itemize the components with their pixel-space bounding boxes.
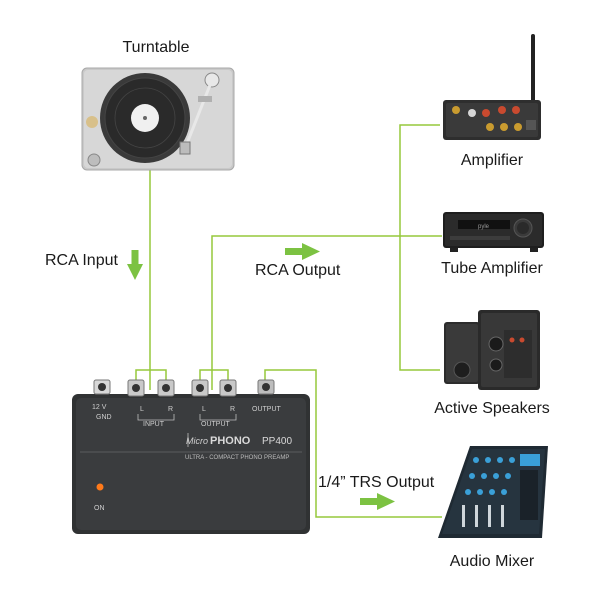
- preamp-brand: PHONO: [210, 435, 251, 447]
- preamp-subtitle: ULTRA - COMPACT PHONO PREAMP: [185, 455, 290, 461]
- rca-output-line: [211, 235, 442, 390]
- audio-mixer-device: [438, 446, 548, 538]
- preamp-input-right-label: R: [168, 406, 174, 413]
- amplifier-device: [443, 34, 541, 140]
- rca-output-label: RCA Output: [255, 262, 341, 279]
- tube-amplifier-label: Tube Amplifier: [441, 260, 543, 277]
- preamp-input-left-label: L: [140, 406, 144, 413]
- connection-lines: [149, 124, 442, 518]
- rca-input-arrow: [127, 250, 143, 280]
- preamp-output-left-label: L: [202, 406, 206, 413]
- preamp-brand-prefix: Micro: [186, 436, 208, 446]
- trs-output-line: [264, 369, 442, 518]
- amplifier-label: Amplifier: [460, 152, 524, 169]
- preamp-output-label: OUTPUT: [201, 421, 230, 428]
- turntable-label: Turntable: [122, 39, 190, 56]
- preamp-power-label: 12 V: [92, 404, 107, 411]
- turntable-device: [81, 67, 235, 171]
- preamp-on-label: ON: [94, 505, 105, 512]
- preamp-jacks: [93, 379, 275, 397]
- preamp-input-label: INPUT: [143, 421, 164, 428]
- preamp-output-right-label: R: [230, 406, 236, 413]
- active-speakers-label: Active Speakers: [434, 400, 550, 417]
- active-speakers-device: [444, 310, 540, 390]
- preamp-model: PP400: [262, 436, 293, 447]
- preamp-device: [72, 379, 310, 534]
- tube-amplifier-device: [443, 212, 544, 252]
- amp-speaker-bus-line: [399, 124, 440, 371]
- audio-mixer-label: Audio Mixer: [449, 553, 535, 570]
- rca-input-label: RCA Input: [45, 252, 118, 269]
- amplifier-brand: pyle: [478, 224, 490, 230]
- power-led-icon: [96, 483, 104, 491]
- preamp-gnd-label: GND: [96, 414, 112, 421]
- rca-output-arrow: [285, 243, 320, 260]
- trs-output-label: 1/4” TRS Output: [318, 474, 435, 491]
- trs-output-arrow: [360, 493, 395, 510]
- preamp-trs-label: OUTPUT: [252, 406, 281, 413]
